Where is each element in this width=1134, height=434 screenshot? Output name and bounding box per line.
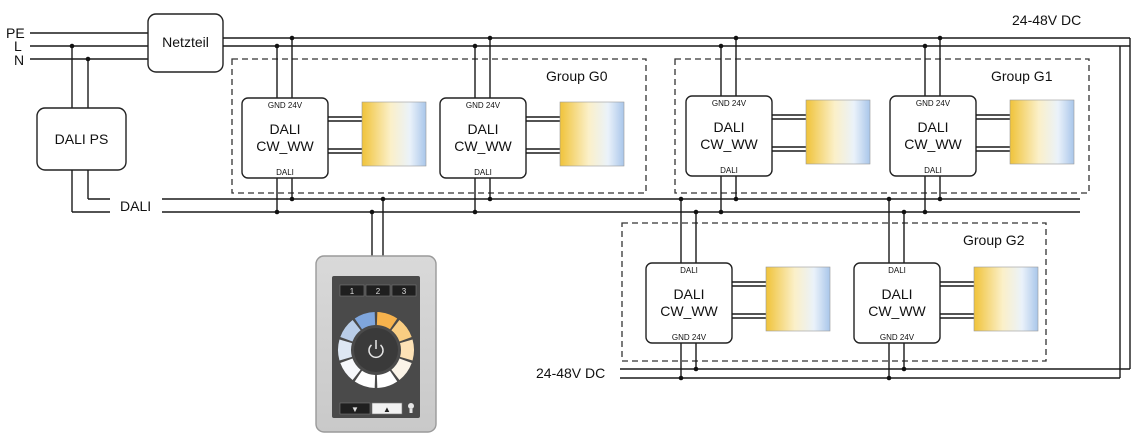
dali-terminal-label: DALI — [680, 266, 698, 275]
power-terminal-label: GND 24V — [268, 101, 303, 110]
driver-box — [241, 97, 329, 179]
scene-button-3[interactable] — [391, 284, 417, 297]
dali-terminal-label: DALI — [474, 168, 492, 177]
led-panel — [973, 266, 1039, 332]
dc-voltage-top-label: 24-48V DC — [1012, 12, 1081, 28]
driver-box — [853, 262, 941, 344]
led-panel — [1009, 99, 1075, 165]
color-wheel[interactable] — [337, 312, 415, 388]
wheel-segment[interactable] — [391, 320, 412, 342]
driver-model: CW_WW — [700, 136, 758, 152]
wheel-segment[interactable] — [376, 312, 398, 330]
dc-voltage-bottom-label: 24-48V DC — [536, 365, 605, 381]
wall-control-panel[interactable]: 1 2 3 ▼ ▲ — [315, 196, 437, 433]
scene-button-label: 1 — [350, 287, 355, 296]
led-panel — [765, 266, 831, 332]
group-g1-frame — [674, 58, 1090, 194]
driver-title: DALI — [881, 286, 912, 302]
driver-box — [645, 262, 733, 344]
power-terminal-label: GND 24V — [712, 99, 747, 108]
mains-lines — [30, 32, 148, 108]
l-label: L — [14, 38, 22, 54]
pe-label: PE — [6, 25, 25, 41]
down-button[interactable] — [339, 402, 371, 415]
group-g1-label: Group G1 — [991, 68, 1053, 84]
n-label: N — [14, 52, 24, 68]
power-terminal-label: GND 24V — [916, 99, 951, 108]
down-label: ▼ — [351, 405, 359, 414]
power-terminal-label: GND 24V — [880, 333, 915, 342]
dali-bus — [162, 198, 1080, 213]
driver-model: CW_WW — [454, 138, 512, 154]
dali-terminal-label: DALI — [924, 166, 942, 175]
dc-rail-top — [223, 37, 1130, 47]
netzteil-box — [147, 13, 224, 73]
driver-model: CW_WW — [256, 138, 314, 154]
led-panel — [559, 101, 625, 167]
netzteil-label: Netzteil — [162, 34, 209, 50]
driver-model: CW_WW — [904, 136, 962, 152]
wheel-segment[interactable] — [340, 358, 361, 380]
wheel-segment[interactable] — [391, 358, 412, 380]
driver-title: DALI — [713, 119, 744, 135]
driver-model: CW_WW — [660, 303, 718, 319]
scene-button-label: 2 — [376, 287, 381, 296]
power-terminal-label: GND 24V — [672, 333, 707, 342]
group-g0-frame — [231, 58, 647, 194]
dali-terminal-label: DALI — [276, 168, 294, 177]
power-icon[interactable] — [368, 340, 384, 359]
driver-title: DALI — [269, 121, 300, 137]
wheel-segment[interactable] — [400, 339, 415, 361]
power-terminal-label: GND 24V — [466, 101, 501, 110]
scene-button-2[interactable] — [365, 284, 391, 297]
driver-model: CW_WW — [868, 303, 926, 319]
dali-ps-box — [36, 107, 127, 171]
scene-button-label: 3 — [402, 287, 407, 296]
wheel-segment[interactable] — [354, 370, 376, 388]
group-g0-label: Group G0 — [546, 68, 608, 84]
dali-ps-label: DALI PS — [55, 131, 109, 147]
driver-box — [685, 95, 773, 177]
dc-rail-bottom — [620, 38, 1131, 379]
dali-terminal-label: DALI — [888, 266, 906, 275]
group-g2-frame — [621, 222, 1047, 362]
driver-title: DALI — [673, 286, 704, 302]
driver-box — [889, 95, 977, 177]
wheel-segment[interactable] — [340, 320, 361, 342]
driver-title: DALI — [467, 121, 498, 137]
up-label: ▲ — [383, 405, 391, 414]
wheel-segment[interactable] — [354, 312, 376, 330]
bulb-icon[interactable] — [408, 403, 414, 413]
up-button[interactable] — [371, 402, 403, 415]
dali-bus-label: DALI — [120, 198, 151, 214]
led-panel — [361, 101, 427, 167]
scene-button-1[interactable] — [339, 284, 365, 297]
led-panel — [805, 99, 871, 165]
dali-terminal-label: DALI — [720, 166, 738, 175]
group-g2-label: Group G2 — [963, 232, 1025, 248]
wheel-segment[interactable] — [376, 370, 398, 388]
driver-box — [439, 97, 527, 179]
wheel-segment[interactable] — [337, 339, 352, 361]
driver-title: DALI — [917, 119, 948, 135]
